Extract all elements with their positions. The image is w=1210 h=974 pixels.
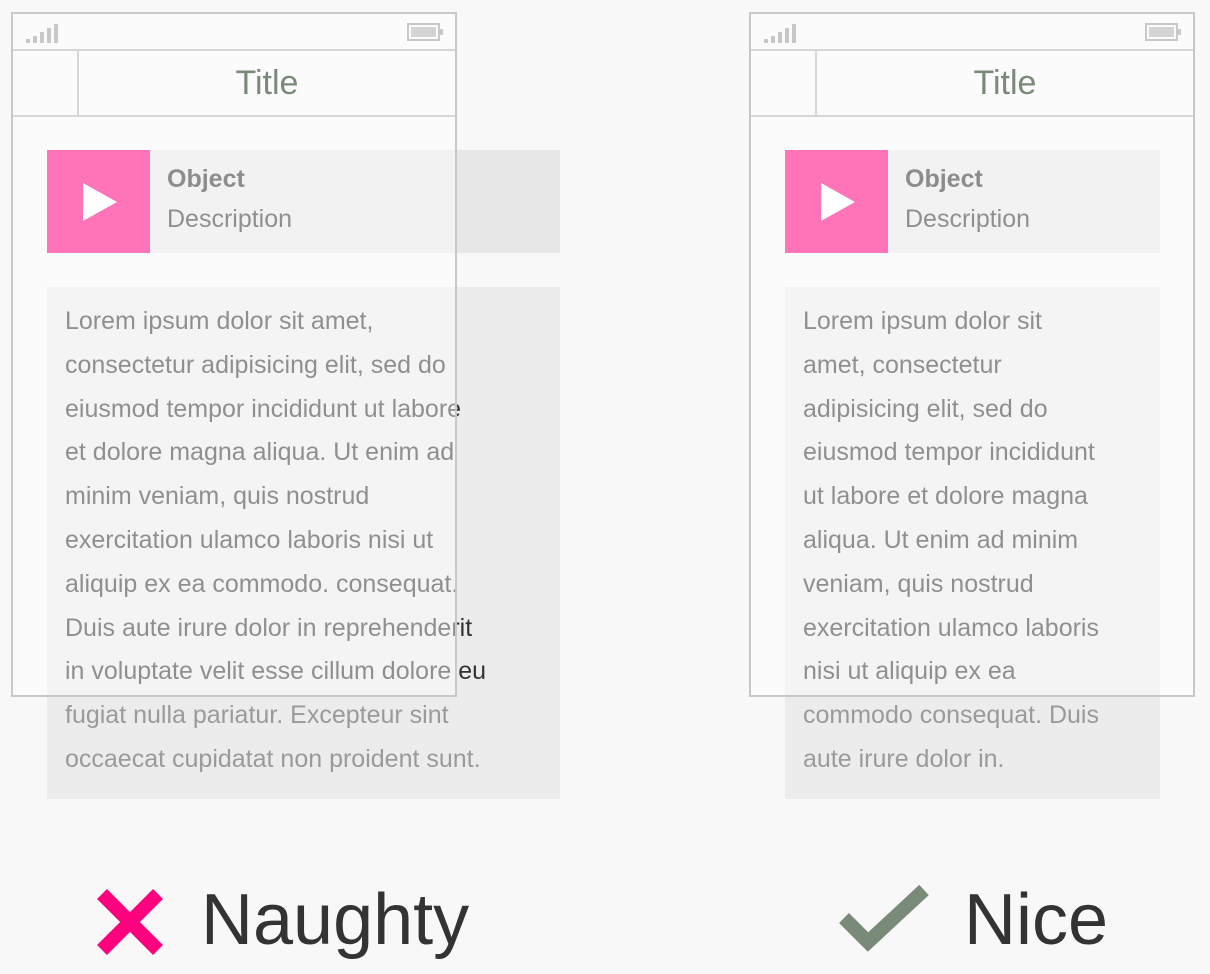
body-line: minim veniam, quis nostrud [65, 482, 370, 511]
signal-icon [764, 24, 796, 43]
screen-title: Title [235, 64, 299, 102]
body-text: Lorem ipsum dolor sit amet, consectetur … [785, 287, 1160, 799]
card-description: Description [167, 205, 293, 233]
card-title: Object [905, 165, 983, 193]
phone-frame: Title [11, 12, 457, 697]
signal-icon [26, 24, 58, 43]
body-line: eiusmod tempor incididunt [803, 438, 1095, 467]
body-line-overflow: commodo consequat. Duis [803, 701, 1099, 730]
body-line: in voluptate velit esse cillum dolore eu [65, 657, 487, 686]
cross-icon [97, 889, 163, 955]
screen-title: Title [973, 64, 1037, 102]
navigation-bar: Title [751, 51, 1193, 117]
body-line-overflow: aute irure dolor in. [803, 744, 1005, 773]
nav-left-slot[interactable] [13, 51, 79, 115]
body-line: ut labore et dolore magna [803, 482, 1088, 511]
body-line: aliquip ex ea commodo. consequat. [65, 569, 459, 598]
object-card[interactable]: Object Description [785, 150, 1160, 253]
body-line: et dolore magna aliqua. Ut enim ad [65, 438, 455, 467]
body-line: eiusmod tempor incididunt ut labore [65, 394, 462, 423]
body-line-overflow: occaecat cupidatat non proident sunt. [65, 744, 481, 773]
body-line: veniam, quis nostrud [803, 569, 1034, 598]
body-line-overflow: fugiat nulla pariatur. Excepteur sint [65, 701, 449, 730]
battery-icon [407, 23, 443, 41]
nav-left-slot[interactable] [751, 51, 817, 115]
naughty-example: Title Object Description Lorem ipsum dol… [0, 0, 560, 974]
play-thumbnail[interactable] [47, 150, 150, 253]
body-line: Duis aute irure dolor in reprehenderit [65, 613, 473, 642]
body-line: Lorem ipsum dolor sit amet, [65, 307, 374, 335]
body-line: consectetur adipisicing elit, sed do [65, 350, 446, 379]
body-line: amet, consectetur [803, 350, 1002, 379]
nice-example: Title Object Description Lorem ipsum dol… [738, 0, 1210, 974]
card-title: Object [167, 165, 245, 193]
body-line: exercitation ulamco laboris nisi ut [65, 525, 434, 554]
play-icon [821, 183, 855, 221]
nice-label: Nice [964, 880, 1109, 960]
body-line: adipisicing elit, sed do [803, 394, 1048, 423]
body-line: aliqua. Ut enim ad minim [803, 525, 1079, 554]
phone-frame: Title [749, 12, 1195, 697]
play-thumbnail[interactable] [785, 150, 888, 253]
body-line: exercitation ulamco laboris [803, 613, 1099, 642]
naughty-label: Naughty [201, 880, 470, 960]
status-bar [751, 14, 1193, 51]
card-description: Description [905, 205, 1031, 233]
body-text: Lorem ipsum dolor sit amet, consectetur … [47, 287, 560, 799]
status-bar [13, 14, 455, 51]
navigation-bar: Title [13, 51, 455, 117]
checkmark-icon [839, 884, 929, 952]
body-line: Lorem ipsum dolor sit [803, 307, 1042, 335]
battery-icon [1145, 23, 1181, 41]
play-icon [83, 183, 117, 221]
object-card[interactable]: Object Description [47, 150, 560, 253]
body-line: nisi ut aliquip ex ea [803, 657, 1016, 686]
